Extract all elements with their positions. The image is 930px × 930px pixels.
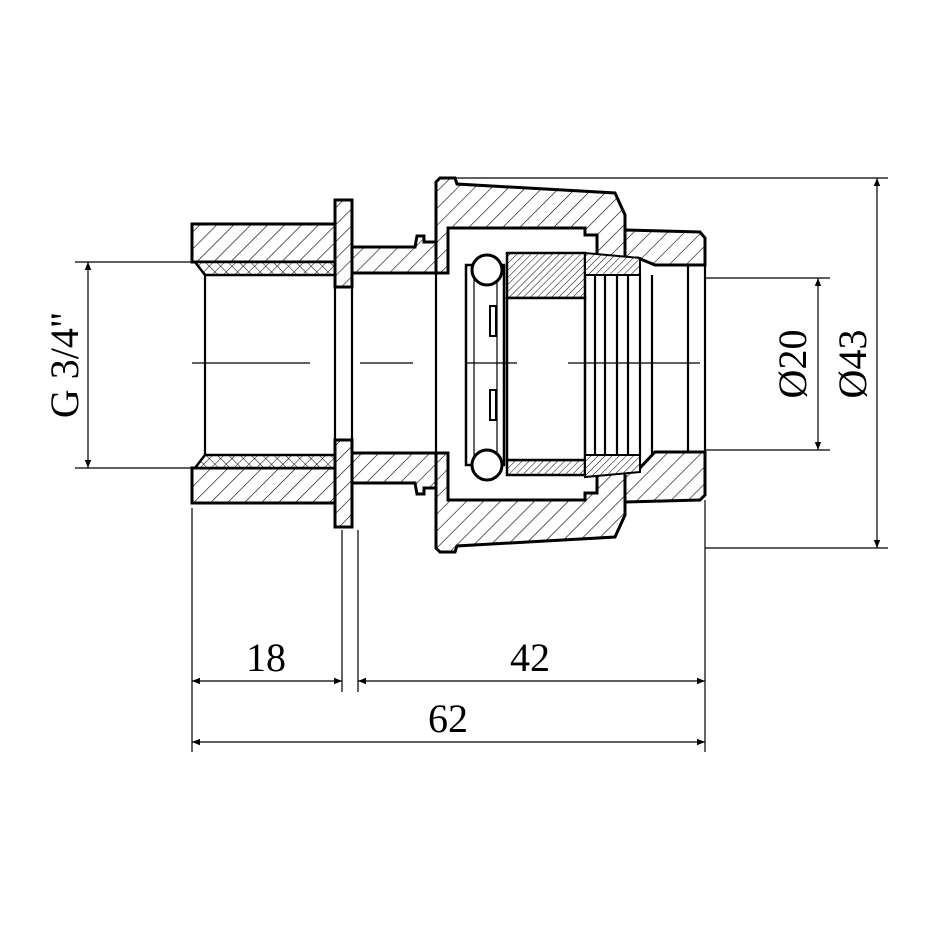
grip-ring-top <box>584 251 641 276</box>
o-ring-bottom <box>470 448 504 482</box>
o-ring-top <box>470 253 504 287</box>
dim-outer-diameter: Ø43 <box>455 177 888 549</box>
flange-top <box>333 198 354 289</box>
inner-diameter-label: Ø20 <box>770 330 815 399</box>
thread-length-label: 18 <box>246 635 286 680</box>
total-length-label: 62 <box>428 696 468 741</box>
spacer <box>464 263 506 467</box>
body-wall-bottom <box>190 466 337 505</box>
thread-top <box>192 260 337 277</box>
clamp-ring-top <box>505 251 587 300</box>
tube-top <box>350 234 438 275</box>
fitting-section <box>190 176 707 554</box>
thread-label: G 3/4" <box>42 312 87 418</box>
dim-thread: G 3/4" <box>42 261 192 469</box>
compression-length-label: 42 <box>510 635 550 680</box>
clamp-ring-bottom <box>505 458 587 477</box>
flange-bottom <box>333 438 354 529</box>
thread-bottom <box>192 453 337 470</box>
outer-diameter-label: Ø43 <box>830 330 875 399</box>
dim-inner-diameter: Ø20 <box>705 277 830 451</box>
body-wall-top <box>190 222 337 264</box>
grip-ring-bottom <box>584 454 641 479</box>
dim-lengths: 18 42 62 <box>191 500 706 752</box>
tube-bottom <box>350 451 438 496</box>
